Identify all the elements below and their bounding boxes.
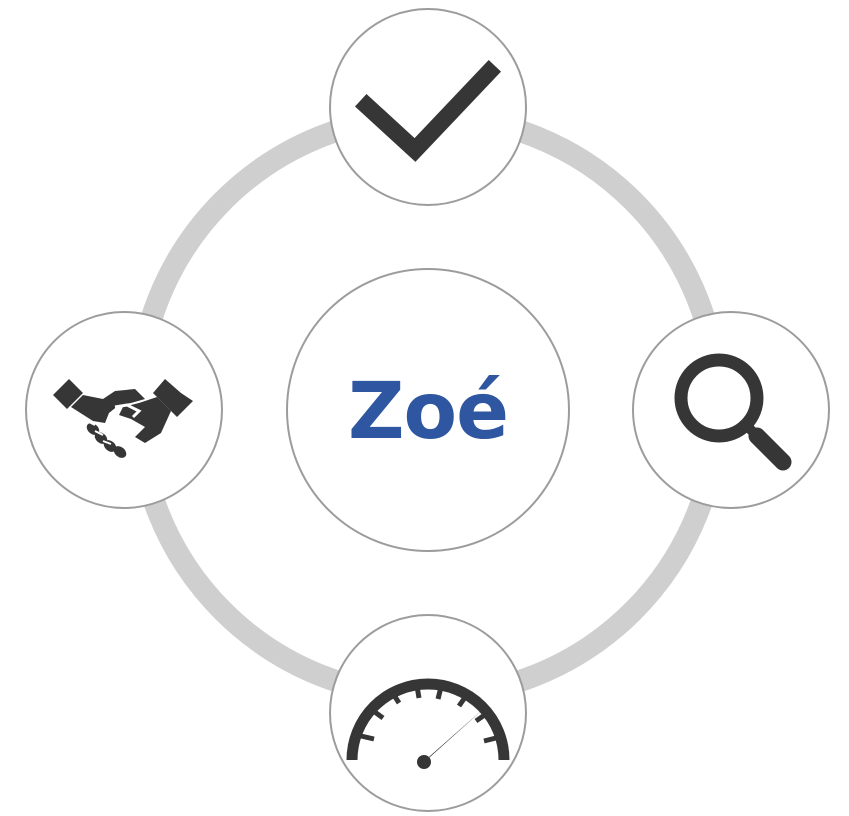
node-bottom <box>329 614 527 812</box>
node-right <box>632 311 830 509</box>
checkmark-icon <box>353 52 503 162</box>
handshake-icon <box>49 355 199 465</box>
magnifying-glass-icon <box>661 340 801 480</box>
center-label: Zoé <box>347 367 509 457</box>
center-circle: Zoé <box>286 268 570 552</box>
node-top <box>329 8 527 206</box>
speedometer-icon <box>338 648 518 778</box>
node-left <box>25 311 223 509</box>
